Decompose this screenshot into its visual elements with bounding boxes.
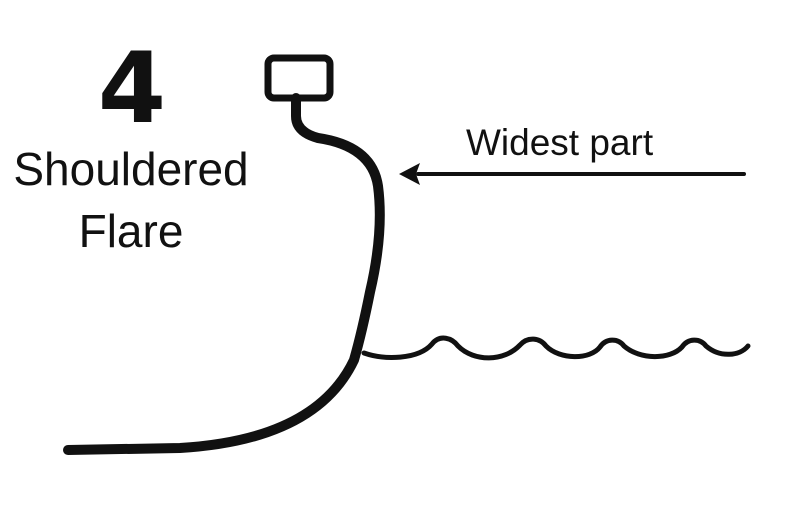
diagram-title-line-2: Flare	[78, 205, 184, 257]
bow-fitting	[264, 54, 334, 102]
widest-part-label: Widest part	[466, 122, 654, 163]
diagram-title-line-1: Shouldered	[13, 143, 249, 195]
hull-profile-line	[63, 93, 385, 455]
waterline-waves	[361, 335, 751, 361]
diagram-number: 4	[97, 32, 167, 146]
widest-part-arrow-head	[399, 163, 420, 185]
